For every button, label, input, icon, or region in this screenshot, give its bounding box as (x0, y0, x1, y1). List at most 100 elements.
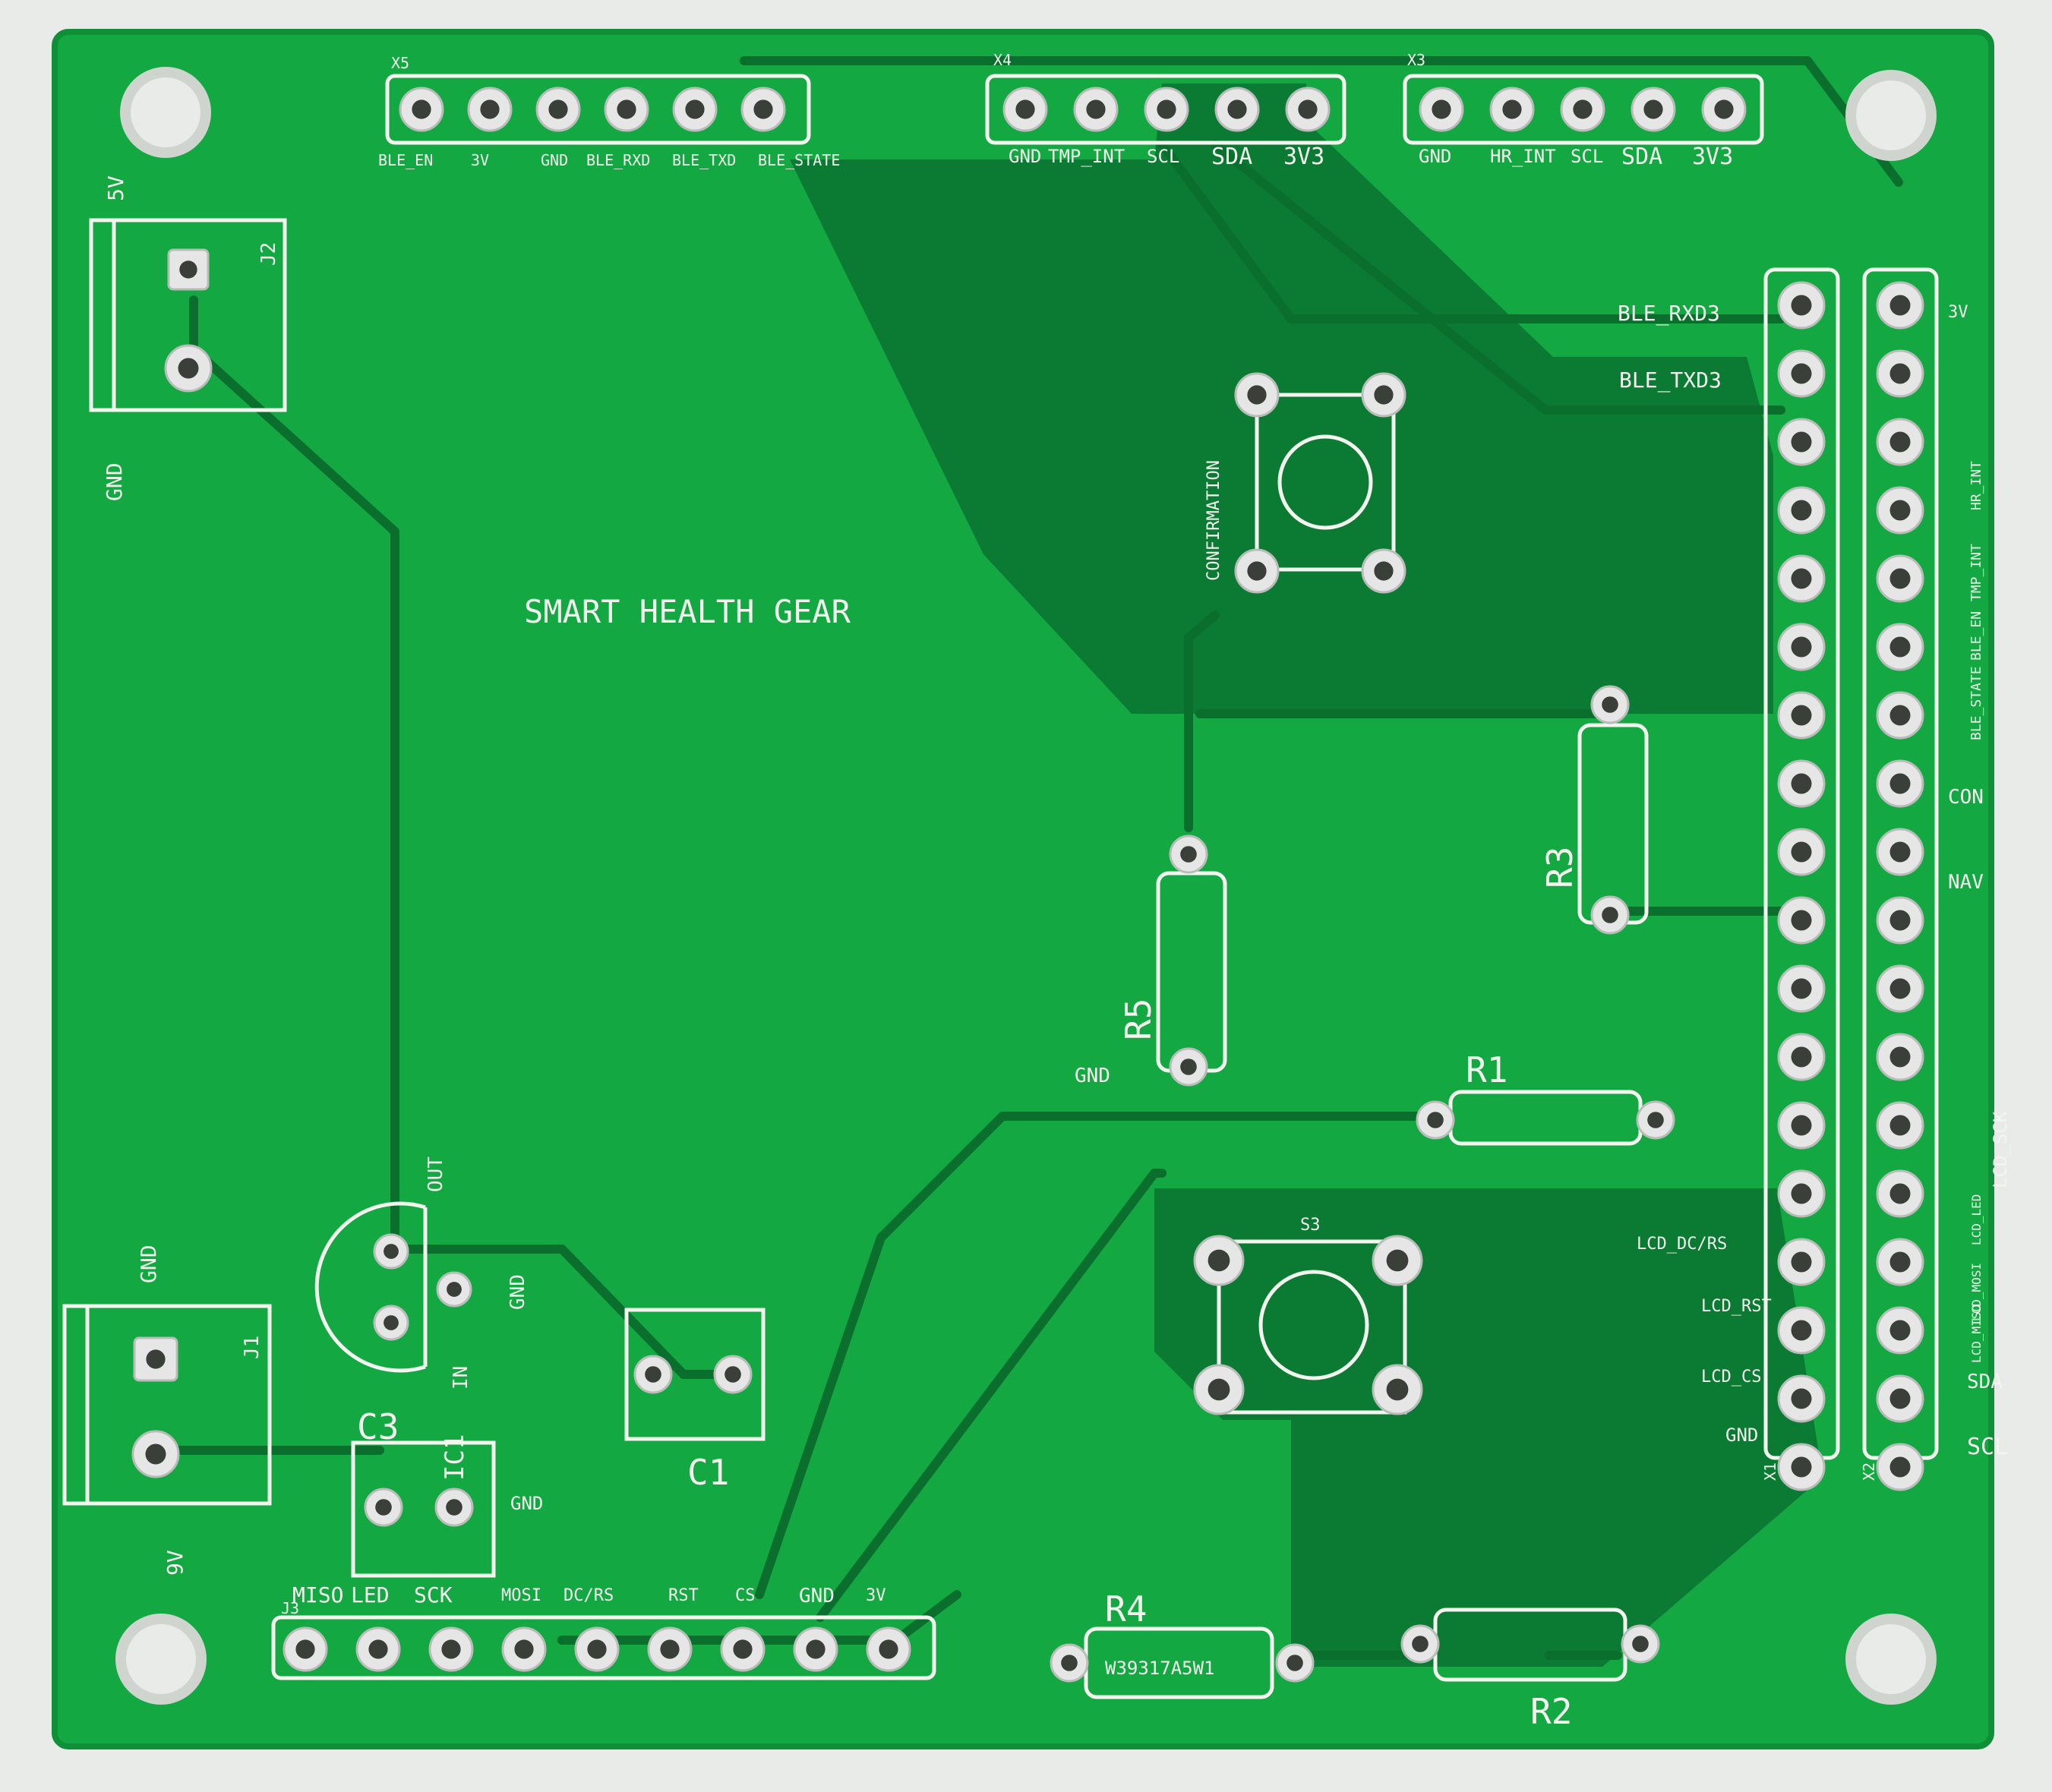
r5-pad-1 (1169, 834, 1208, 874)
r1-ref: R1 (1466, 1049, 1507, 1090)
c3-gnd-label: GND (510, 1493, 543, 1514)
r4-ref: R4 (1105, 1589, 1147, 1630)
x2-pad-7 (1876, 691, 1924, 740)
x1-label-6: GND (1725, 1424, 1758, 1446)
s3-pad-3 (1193, 1364, 1245, 1415)
s3-outline (1217, 1239, 1407, 1415)
x4-pad-4 (1214, 87, 1260, 132)
j1-pad-2 (131, 1430, 180, 1478)
header-j3-outline (271, 1615, 936, 1680)
x1-pad-2 (1777, 349, 1826, 398)
x1-pad-5 (1777, 554, 1826, 603)
x2-label-4: BLE_EN (1968, 611, 1984, 661)
j3-label-5: DC/RS (564, 1586, 614, 1605)
r3-pad-2 (1590, 895, 1630, 935)
x4-pad-1 (1002, 87, 1048, 132)
x5-ref: X5 (391, 54, 409, 72)
x4-ref: X4 (993, 51, 1012, 69)
r3-ref: R3 (1539, 847, 1580, 888)
x5-pad-3 (535, 87, 581, 132)
ic1-in-label: IN (450, 1366, 472, 1390)
x1-label-3: LCD_DC/RS (1637, 1235, 1727, 1254)
j2-bottom-label: GND (102, 462, 127, 501)
x2-label-1: 3V (1948, 303, 1968, 322)
x3-label-3: SCL (1571, 146, 1603, 167)
pads (131, 87, 1924, 1683)
j3-pad-8 (793, 1626, 838, 1672)
j3-ref: J3 (281, 1599, 299, 1617)
x1-pad-10 (1777, 896, 1826, 945)
x2-label-3: TMP_INT (1968, 544, 1984, 601)
terminal-j1-outline (62, 1304, 272, 1506)
j3-label-3: SCK (414, 1582, 453, 1607)
copper-pour-bottom (1154, 1188, 1823, 1667)
r5-gnd-label: GND (1075, 1065, 1110, 1087)
x3-pad-5 (1701, 87, 1747, 132)
j1-ref: J1 (241, 1336, 264, 1359)
c3-ref: C3 (357, 1406, 399, 1447)
r2-pad-2 (1621, 1624, 1660, 1664)
x2-pad-15 (1876, 1238, 1924, 1286)
s1-pad-3 (1234, 548, 1280, 594)
x2-label-6: CON (1948, 786, 1984, 809)
x5-label-1: BLE_EN (378, 151, 433, 169)
x5-label-5: BLE_TXD (672, 151, 736, 169)
x2-pad-12 (1876, 1033, 1924, 1081)
x5-pad-2 (467, 87, 513, 132)
s1-pad-1 (1234, 372, 1280, 418)
x3-pad-4 (1631, 87, 1676, 132)
j3-label-4: MOSI (501, 1586, 541, 1605)
j2-pad-1 (167, 248, 210, 291)
board-title: SMART HEALTH GEAR (524, 593, 851, 630)
x3-label-1: GND (1419, 146, 1451, 167)
header-x3-outline (1403, 74, 1764, 145)
s3-pad-4 (1372, 1364, 1423, 1415)
r1-pad-1 (1416, 1100, 1455, 1140)
x2-pad-11 (1876, 964, 1924, 1013)
x1-label-1: BLE_RXD3 (1618, 301, 1720, 327)
x2-pad-2 (1876, 349, 1924, 398)
x2-pad-16 (1876, 1306, 1924, 1355)
x3-label-5: 3V3 (1692, 144, 1733, 170)
x2-label-8: LCD_SCK (1990, 1111, 2011, 1188)
j3-label-6: RST (668, 1586, 699, 1605)
x4-label-3: SCL (1147, 146, 1179, 167)
x2-label-5: BLE_STATE (1968, 666, 1984, 740)
ic1-ref: IC1 (440, 1434, 470, 1481)
j2-pad-2 (164, 344, 213, 393)
x2-label-13: SCL (1967, 1434, 2008, 1460)
x1-pad-15 (1777, 1238, 1826, 1286)
x3-pad-2 (1489, 87, 1535, 132)
r1-pad-2 (1636, 1100, 1675, 1140)
c1-pad-1 (633, 1355, 673, 1394)
r4-pad-2 (1275, 1643, 1315, 1683)
r2-ref: R2 (1530, 1691, 1572, 1732)
x1-pad-4 (1777, 486, 1826, 535)
x1-pad-17 (1777, 1374, 1826, 1423)
s3-pad-1 (1193, 1235, 1245, 1286)
c1-pad-2 (713, 1355, 753, 1394)
j1-pad-1 (133, 1336, 178, 1382)
ic1-pad-out (373, 1233, 409, 1270)
x2-pad-3 (1876, 418, 1924, 466)
terminal-j2-outline (89, 218, 287, 412)
x2-pad-18 (1876, 1443, 1924, 1491)
j3-pad-9 (866, 1626, 911, 1672)
c1-ref: C1 (687, 1452, 729, 1493)
x2-pad-5 (1876, 554, 1924, 603)
j3-label-7: CS (735, 1586, 756, 1605)
j3-pad-2 (355, 1626, 401, 1672)
j3-pad-4 (501, 1626, 547, 1672)
x2-pad-9 (1876, 828, 1924, 876)
x2-label-11: LCD_MISO (1969, 1305, 1984, 1363)
x2-ref: X2 (1860, 1462, 1878, 1481)
x2-pad-17 (1876, 1374, 1924, 1423)
x1-label-2: BLE_TXD3 (1619, 368, 1722, 393)
x2-pad-4 (1876, 486, 1924, 535)
x2-label-9: LCD_MOSI (1969, 1263, 1984, 1321)
x2-pad-14 (1876, 1169, 1924, 1218)
c3-outline (351, 1440, 496, 1578)
silkscreen-text: SMART HEALTH GEAR X5 X4 X3 J3 X1 X2 BLE_… (102, 51, 2011, 1732)
x4-label-2: TMP_INT (1048, 146, 1125, 167)
